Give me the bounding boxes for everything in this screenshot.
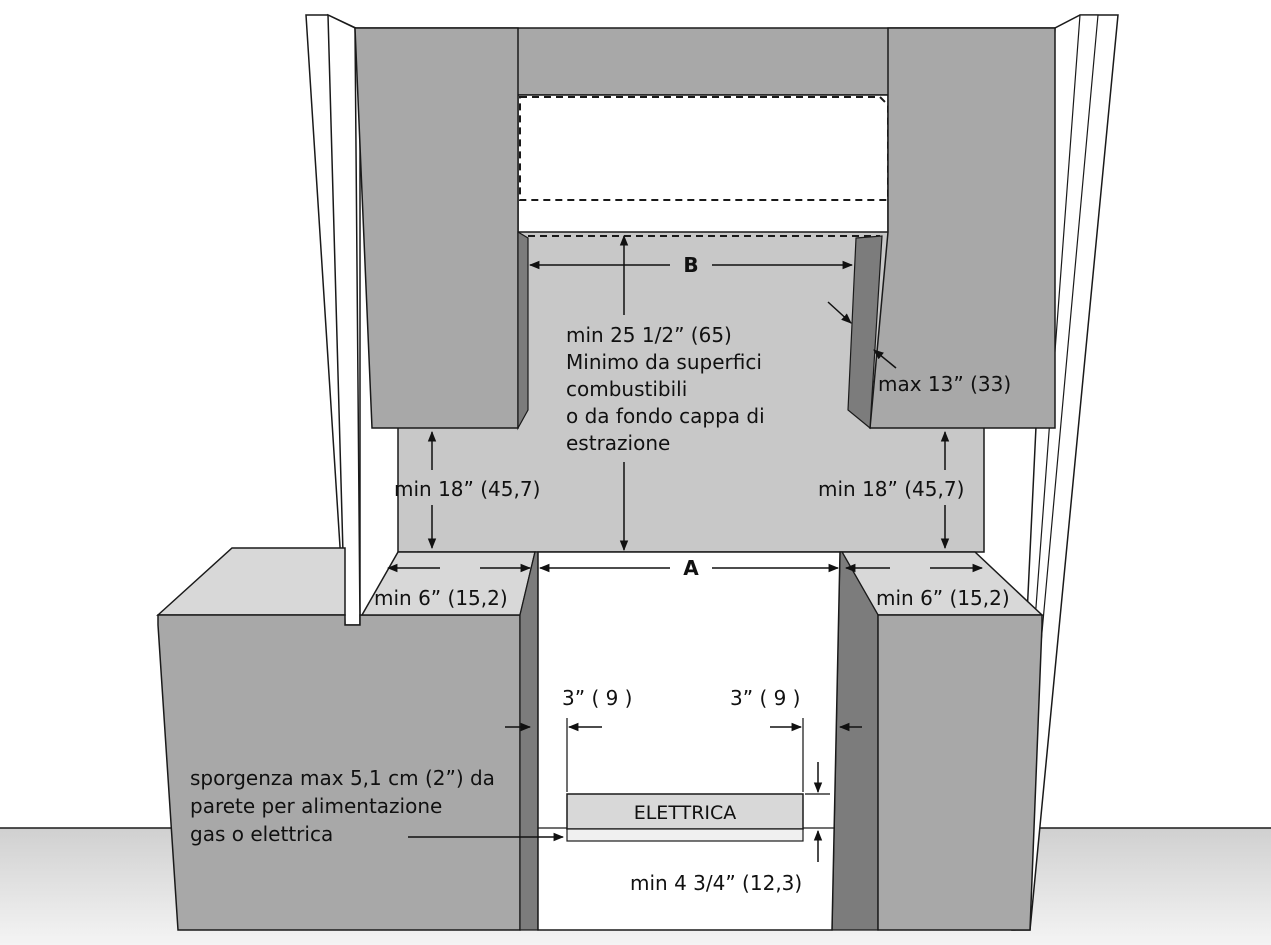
min-4-label: min 4 3/4” (12,3) — [630, 871, 802, 895]
right-upper-cabinet — [869, 27, 1056, 429]
left-3in-label: 3” ( 9 ) — [562, 686, 633, 710]
max-depth-arrow-bottom — [873, 349, 897, 369]
left-upper-cabinet — [354, 27, 519, 429]
left-outer-countertop — [156, 547, 346, 616]
right-upper-cabinet-side — [847, 235, 883, 430]
center-text-line5: estrazione — [566, 431, 670, 455]
center-text-line3: combustibili — [566, 377, 687, 401]
center-text-line1: min 25 1/2” (65) — [566, 323, 732, 347]
left-cabinet-edge — [519, 551, 539, 931]
dim-a-label: A — [683, 556, 699, 580]
max-depth-label: max 13” (33) — [878, 372, 1011, 396]
center-text-line4: o da fondo cappa di — [566, 404, 765, 428]
electrical-label: ELETTRICA — [634, 802, 737, 824]
right-min6-label: min 6” (15,2) — [876, 586, 1010, 610]
projection-text-line1: sporgenza max 5,1 cm (2”) da — [190, 766, 495, 790]
max-depth-arrow-top — [827, 301, 852, 324]
right-base-cabinet — [877, 614, 1043, 931]
left-upper-cabinet-side — [517, 230, 529, 431]
dim-b-label: B — [683, 253, 698, 277]
center-text-line2: Minimo da superfici — [566, 350, 762, 374]
projection-text-line3: gas o elettrica — [190, 822, 333, 846]
hood-area — [517, 94, 889, 233]
left-min6-label: min 6” (15,2) — [374, 586, 508, 610]
left-min18-label: min 18” (45,7) — [394, 477, 540, 501]
projection-text-line2: parete per alimentazione — [190, 794, 442, 818]
electrical-box-base — [566, 828, 804, 842]
hood-outline-dashed — [519, 96, 889, 201]
right-3in-label: 3” ( 9 ) — [730, 686, 801, 710]
right-min18-label: min 18” (45,7) — [818, 477, 964, 501]
